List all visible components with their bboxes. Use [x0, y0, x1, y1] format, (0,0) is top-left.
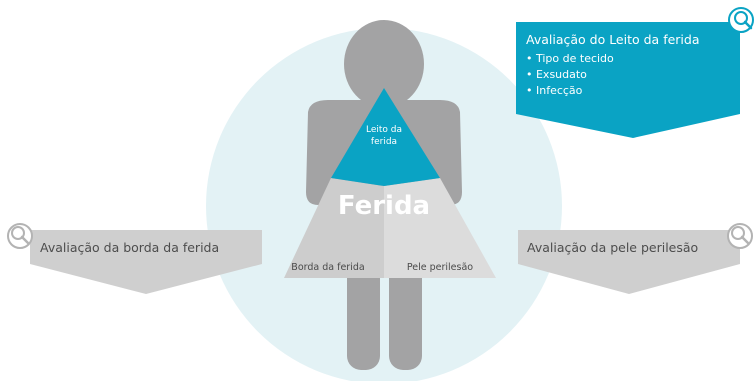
wound-bed-callout[interactable]: Avaliação do Leito da ferida • Tipo de t…: [516, 22, 740, 138]
periwound-callout[interactable]: Avaliação da pele perilesão: [518, 230, 740, 294]
wound-triangle: [284, 88, 496, 278]
wound-edge-region[interactable]: [284, 178, 384, 278]
figure-left-leg: [347, 262, 380, 370]
wound-bed-callout-title: Avaliação do Leito da ferida: [526, 32, 700, 47]
periwound-callout-box: [518, 230, 740, 294]
callout-item-tissue-type: • Tipo de tecido: [526, 52, 614, 65]
periwound-callout-title: Avaliação da pele perilesão: [527, 240, 698, 255]
wound-center-label: Ferida: [338, 191, 430, 221]
zoom-icon[interactable]: [727, 223, 753, 249]
zoom-icon[interactable]: [728, 7, 754, 33]
wound-edge-callout-box: [30, 230, 262, 294]
wound-bed-label-line1: Leito da: [366, 125, 402, 135]
wound-bed-callout-box: [516, 22, 740, 138]
callout-item-infection: • Infecção: [526, 84, 583, 97]
periwound-region[interactable]: [384, 178, 496, 278]
figure-right-leg: [389, 262, 422, 370]
wound-edge-label: Borda da ferida: [291, 262, 364, 273]
zoom-icon[interactable]: [7, 223, 33, 249]
periwound-label: Pele perilesão: [407, 262, 473, 273]
wound-bed-label-line2: ferida: [371, 137, 397, 147]
figure-head: [344, 20, 424, 108]
wound-edge-callout-title: Avaliação da borda da ferida: [40, 240, 219, 255]
wound-edge-callout[interactable]: Avaliação da borda da ferida: [30, 230, 262, 294]
wound-bed-region[interactable]: [331, 88, 440, 186]
callout-item-exudate: • Exsudato: [526, 68, 587, 81]
